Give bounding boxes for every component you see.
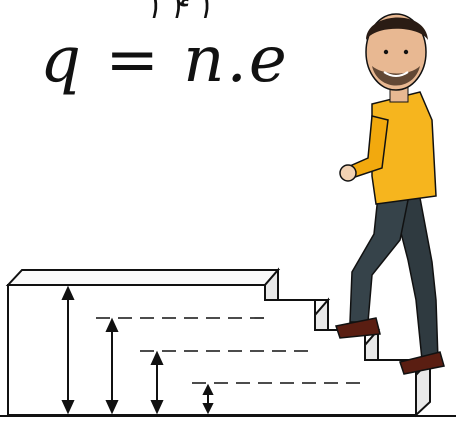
level-lines — [96, 317, 365, 384]
handwritten-equation: q = n.e — [40, 23, 289, 97]
height-arrows — [61, 285, 214, 415]
handwritten-scribble: ۱ ۴ ۱ — [145, 0, 213, 26]
climbing-man-figure — [335, 13, 445, 375]
